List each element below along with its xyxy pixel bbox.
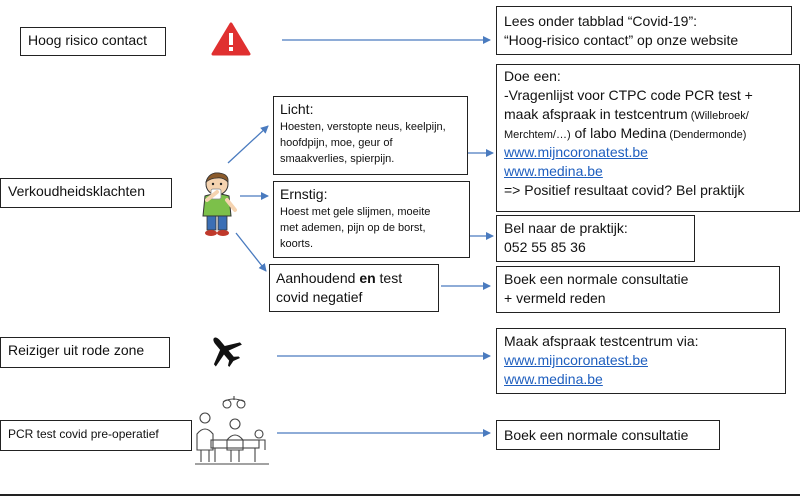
bel-phone: 052 55 85 36 <box>504 239 586 255</box>
warning-icon <box>211 22 251 56</box>
box-aanhoudend: Aanhoudend en test covid negatief <box>269 264 439 312</box>
licht-line-1: Hoesten, verstopte neus, keelpijn, <box>280 121 446 133</box>
link-medina-1[interactable]: www.medina.be <box>504 163 603 179</box>
bel-line-1: Bel naar de praktijk: <box>504 220 628 236</box>
doe-een-line-7: => Positief resultaat covid? Bel praktij… <box>504 182 745 198</box>
label-hoog-risico: Hoog risico contact <box>28 32 148 48</box>
arrow-to-licht <box>227 125 269 164</box>
aanhoudend-text-bold: en <box>359 270 376 286</box>
link-mijncoronatest-2[interactable]: www.mijncoronatest.be <box>504 352 648 368</box>
arrow-to-aanhoudend <box>235 232 267 272</box>
box-bel-praktijk: Bel naar de praktijk: 052 55 85 36 <box>496 215 695 262</box>
licht-title: Licht: <box>280 101 314 117</box>
box-afspraak-testcentrum: Maak afspraak testcentrum via: www.mijnc… <box>496 328 786 394</box>
label-pcr: PCR test covid pre-operatief <box>8 427 159 441</box>
box-pcr-pre-operatief: PCR test covid pre-operatief <box>0 420 192 451</box>
doe-een-line-4-main: of labo Medina <box>570 125 667 141</box>
doe-een-line-4-small: Merchtem/…) <box>504 129 571 141</box>
doe-een-line-1: Doe een: <box>504 68 561 84</box>
bottom-divider <box>0 494 800 496</box>
ernstig-line-1: Hoest met gele slijmen, moeite <box>280 206 431 218</box>
doe-een-line-3: maak afspraak in testcentrum (Willebroek… <box>504 105 792 124</box>
boek1-line-1: Boek een normale consultatie <box>504 271 689 287</box>
box-covid19-tab: Lees onder tabblad “Covid-19”: “Hoog-ris… <box>496 6 792 55</box>
box-ernstig: Ernstig: Hoest met gele slijmen, moeite … <box>273 181 470 258</box>
doe-een-line-4-small2: (Dendermonde) <box>666 129 747 141</box>
boek2-line-1: Boek een normale consultatie <box>504 427 689 443</box>
ernstig-line-2: met ademen, pijn op de borst, <box>280 222 426 234</box>
doe-een-line-2: -Vragenlijst voor CTPC code PCR test + <box>504 87 753 103</box>
aanhoudend-line-1: Aanhoudend en test <box>276 269 432 288</box>
surgery-icon <box>195 396 269 465</box>
label-reiziger: Reiziger uit rode zone <box>8 342 145 358</box>
doe-een-line-3-main: maak afspraak in testcentrum <box>504 106 688 122</box>
licht-line-2: hoofdpijn, moe, geur of <box>280 137 393 149</box>
licht-line-3: smaakverlies, spierpijn. <box>280 153 395 165</box>
covid19-line-1: Lees onder tabblad “Covid-19”: <box>504 13 698 29</box>
box-boek-consultatie-reden: Boek een normale consultatie + vermeld r… <box>496 266 780 313</box>
box-hoog-risico-contact: Hoog risico contact <box>20 27 166 56</box>
label-verkoudheid: Verkoudheidsklachten <box>8 183 145 199</box>
boek1-line-2: + vermeld reden <box>504 290 606 306</box>
box-doe-een: Doe een: -Vragenlijst voor CTPC code PCR… <box>496 64 800 212</box>
airplane-icon <box>213 337 242 367</box>
aanhoudend-text-b: test <box>375 270 403 286</box>
aanhoudend-text-a: Aanhoudend <box>276 270 360 286</box>
ernstig-title: Ernstig: <box>280 186 328 202</box>
link-medina-2[interactable]: www.medina.be <box>504 371 603 387</box>
doe-een-line-4: Merchtem/…) of labo Medina (Dendermonde) <box>504 124 792 143</box>
box-reiziger: Reiziger uit rode zone <box>0 337 170 368</box>
link-mijncoronatest-1[interactable]: www.mijncoronatest.be <box>504 144 648 160</box>
covid19-line-2: “Hoog-risico contact” op onze website <box>504 32 739 48</box>
box-verkoudheidsklachten: Verkoudheidsklachten <box>0 178 172 208</box>
box-boek-consultatie: Boek een normale consultatie <box>496 420 720 450</box>
aanhoudend-line-2: covid negatief <box>276 289 363 305</box>
sick-child-icon <box>202 172 237 236</box>
ernstig-line-3: koorts. <box>280 238 314 250</box>
doe-een-line-3-small: (Willebroek/ <box>687 110 749 122</box>
box-licht: Licht: Hoesten, verstopte neus, keelpijn… <box>273 96 468 175</box>
afspraak-line-1: Maak afspraak testcentrum via: <box>504 333 699 349</box>
